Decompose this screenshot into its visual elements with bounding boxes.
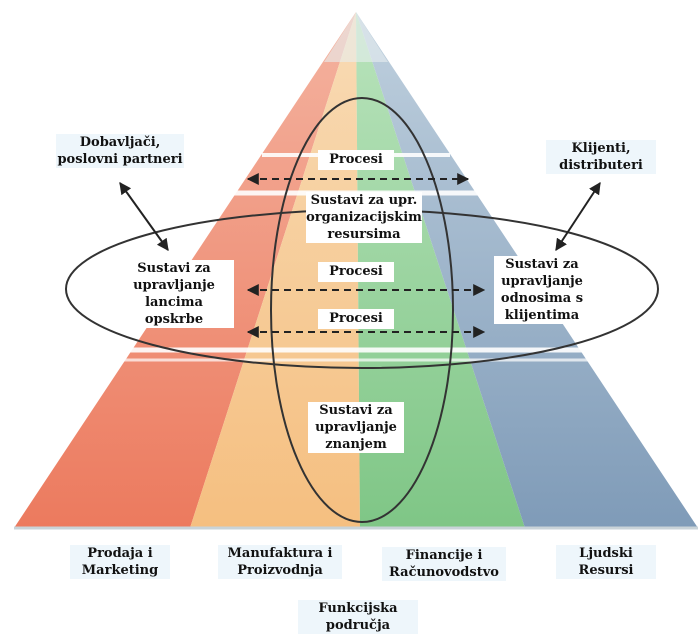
process-label-mid: Procesi [318,262,394,282]
clients-label: Klijenti, distributeri [546,140,656,174]
vertical-ellipse [270,97,454,523]
suppliers-label: Dobavljači, poslovni partneri [56,134,184,168]
area-finance-label: Financije i Računovodstvo [382,547,506,581]
area-sales-label: Prodaja i Marketing [70,545,170,579]
area-hr-label: Ljudski Resursi [556,545,656,579]
erp-label: Sustavi za upr. organizacijskim resursim… [306,192,422,243]
manufacturing-face [190,12,360,528]
process-label-top: Procesi [318,150,394,170]
crm-label: Sustavi za upravljanje odnosima s klijen… [494,256,590,324]
supplier-arrow [119,182,169,251]
pyramid-cap [324,12,388,62]
functional-areas-label: Funkcijska područja [298,600,418,634]
process-label-low: Procesi [318,309,394,329]
kms-label: Sustavi za upravljanje znanjem [308,402,404,453]
scm-label: Sustavi za upravljanje lancima opskrbe [114,260,234,328]
area-manufacturing-label: Manufaktura i Proizvodnja [218,545,342,579]
client-arrow [555,181,601,252]
